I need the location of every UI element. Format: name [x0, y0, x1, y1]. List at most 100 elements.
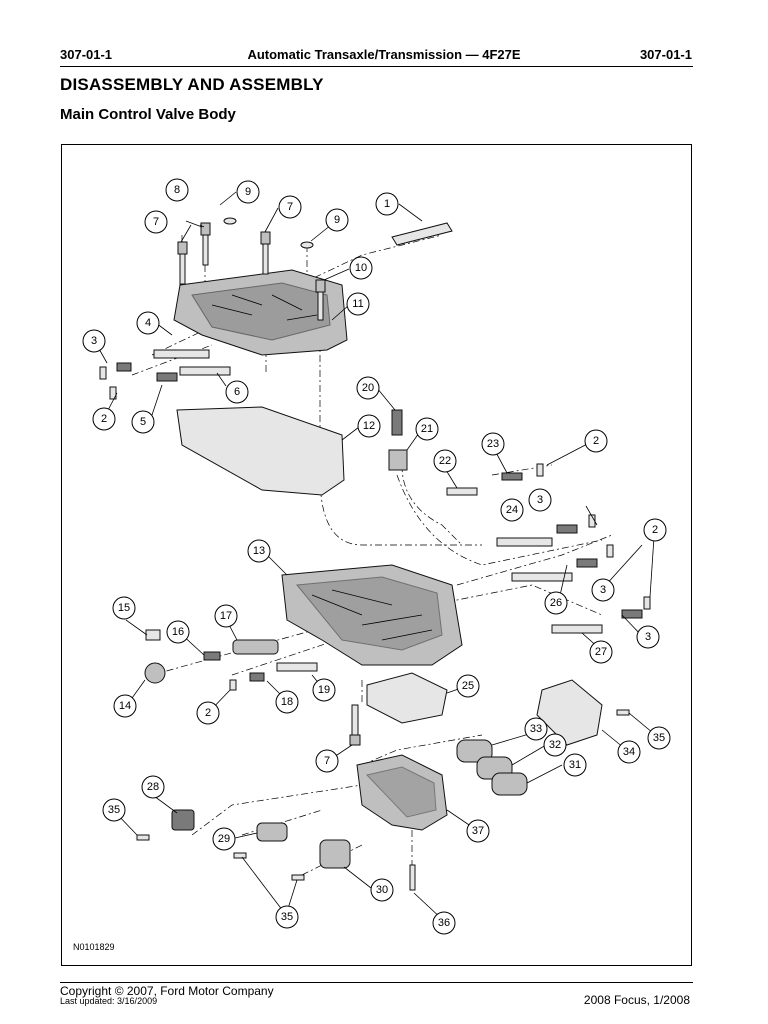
left-parts-lower — [144, 629, 318, 691]
svg-text:26: 26 — [550, 597, 562, 609]
svg-text:3: 3 — [645, 631, 651, 643]
section-number-left: 307-01-1 — [60, 47, 113, 62]
solenoid-body — [356, 754, 448, 831]
svg-text:2: 2 — [593, 435, 599, 447]
callout-3c: 3 — [591, 578, 615, 602]
callout-35a: 35 — [647, 726, 671, 750]
svg-text:23: 23 — [487, 438, 499, 450]
svg-text:34: 34 — [623, 746, 635, 758]
right-valves — [446, 463, 651, 634]
svg-text:37: 37 — [472, 825, 484, 837]
accumulator-21 — [388, 449, 408, 471]
callout-9b: 9 — [325, 208, 349, 232]
svg-text:27: 27 — [595, 646, 607, 658]
callout-30: 30 — [370, 878, 394, 902]
callout-34: 34 — [617, 740, 641, 764]
svg-text:14: 14 — [119, 700, 131, 712]
svg-text:3: 3 — [91, 335, 97, 347]
callout-15: 15 — [112, 596, 136, 620]
last-updated: Last updated: 3/16/2009 — [60, 996, 158, 1006]
svg-text:20: 20 — [362, 382, 374, 394]
callout-22: 22 — [433, 449, 457, 473]
svg-text:28: 28 — [147, 781, 159, 793]
callout-2d: 2 — [196, 701, 220, 725]
callout-24: 24 — [500, 498, 524, 522]
callout-12: 12 — [357, 414, 381, 438]
svg-text:17: 17 — [220, 610, 232, 622]
callout-2c: 2 — [643, 518, 667, 542]
callout-7b: 7 — [278, 195, 302, 219]
callout-32: 32 — [543, 733, 567, 757]
svg-text:11: 11 — [352, 298, 363, 310]
callout-7c: 7 — [315, 749, 339, 773]
callout-7a: 7 — [144, 210, 168, 234]
callout-35b: 35 — [102, 798, 126, 822]
callout-18: 18 — [275, 690, 299, 714]
svg-text:25: 25 — [462, 680, 474, 692]
svg-text:1: 1 — [384, 198, 390, 210]
svg-text:19: 19 — [318, 684, 330, 696]
bolt-7-lower — [351, 704, 359, 736]
left-valves — [99, 349, 231, 400]
header-divider — [60, 66, 693, 67]
callout-35c: 35 — [275, 905, 299, 929]
callout-21: 21 — [415, 417, 439, 441]
part-callouts: 8 9 7 7 9 1 10 4 11 3 6 2 5 20 12 21 23 … — [82, 178, 671, 935]
upper-valve-body — [173, 269, 348, 356]
callout-8: 8 — [165, 178, 189, 202]
callout-10: 10 — [349, 256, 373, 280]
shift-solenoids — [456, 739, 528, 796]
callout-28: 28 — [141, 775, 165, 799]
svg-text:15: 15 — [118, 602, 130, 614]
callout-13: 13 — [247, 539, 271, 563]
page-subtitle: Main Control Valve Body — [60, 106, 236, 123]
plate-25 — [366, 672, 448, 724]
callout-3d: 3 — [636, 625, 660, 649]
callout-3b: 3 — [528, 488, 552, 512]
svg-text:18: 18 — [281, 696, 293, 708]
callout-16: 16 — [166, 620, 190, 644]
svg-text:35: 35 — [108, 804, 120, 816]
svg-text:35: 35 — [281, 911, 293, 923]
callout-3a: 3 — [82, 329, 106, 353]
svg-text:29: 29 — [218, 833, 230, 845]
svg-text:31: 31 — [569, 759, 581, 771]
svg-text:16: 16 — [172, 626, 184, 638]
callout-33: 33 — [524, 717, 548, 741]
bracket-34 — [536, 679, 603, 746]
svg-text:2: 2 — [101, 413, 107, 425]
svg-text:7: 7 — [324, 755, 330, 767]
svg-text:36: 36 — [438, 917, 450, 929]
svg-text:10: 10 — [355, 262, 367, 274]
callout-37: 37 — [466, 819, 490, 843]
svg-text:12: 12 — [363, 420, 375, 432]
svg-text:30: 30 — [376, 884, 388, 896]
callout-11: 11 — [346, 292, 370, 316]
small-bolts — [136, 709, 630, 891]
separator-plate — [176, 406, 345, 496]
svg-text:33: 33 — [530, 723, 542, 735]
edition: 2008 Focus, 1/2008 — [583, 993, 690, 1007]
callout-25: 25 — [456, 674, 480, 698]
callout-6: 6 — [225, 380, 249, 404]
callout-1: 1 — [375, 192, 399, 216]
callout-17: 17 — [214, 604, 238, 628]
main-valve-body — [281, 564, 463, 666]
copyright: Copyright © 2007, Ford Motor Company — [60, 984, 274, 998]
spring-20 — [391, 409, 403, 436]
svg-text:7: 7 — [287, 201, 293, 213]
footer-divider — [60, 982, 693, 983]
svg-text:22: 22 — [439, 455, 451, 467]
callout-31: 31 — [563, 753, 587, 777]
svg-text:5: 5 — [140, 416, 146, 428]
callout-36: 36 — [432, 911, 456, 935]
section-number-right: 307-01-1 — [639, 47, 692, 62]
svg-text:35: 35 — [653, 732, 665, 744]
bolts — [177, 217, 326, 321]
sensors — [171, 809, 351, 869]
callout-26: 26 — [544, 591, 568, 615]
svg-text:3: 3 — [537, 494, 543, 506]
bolt-7-lower-head — [349, 734, 361, 746]
svg-text:3: 3 — [600, 584, 606, 596]
svg-text:4: 4 — [145, 317, 151, 329]
